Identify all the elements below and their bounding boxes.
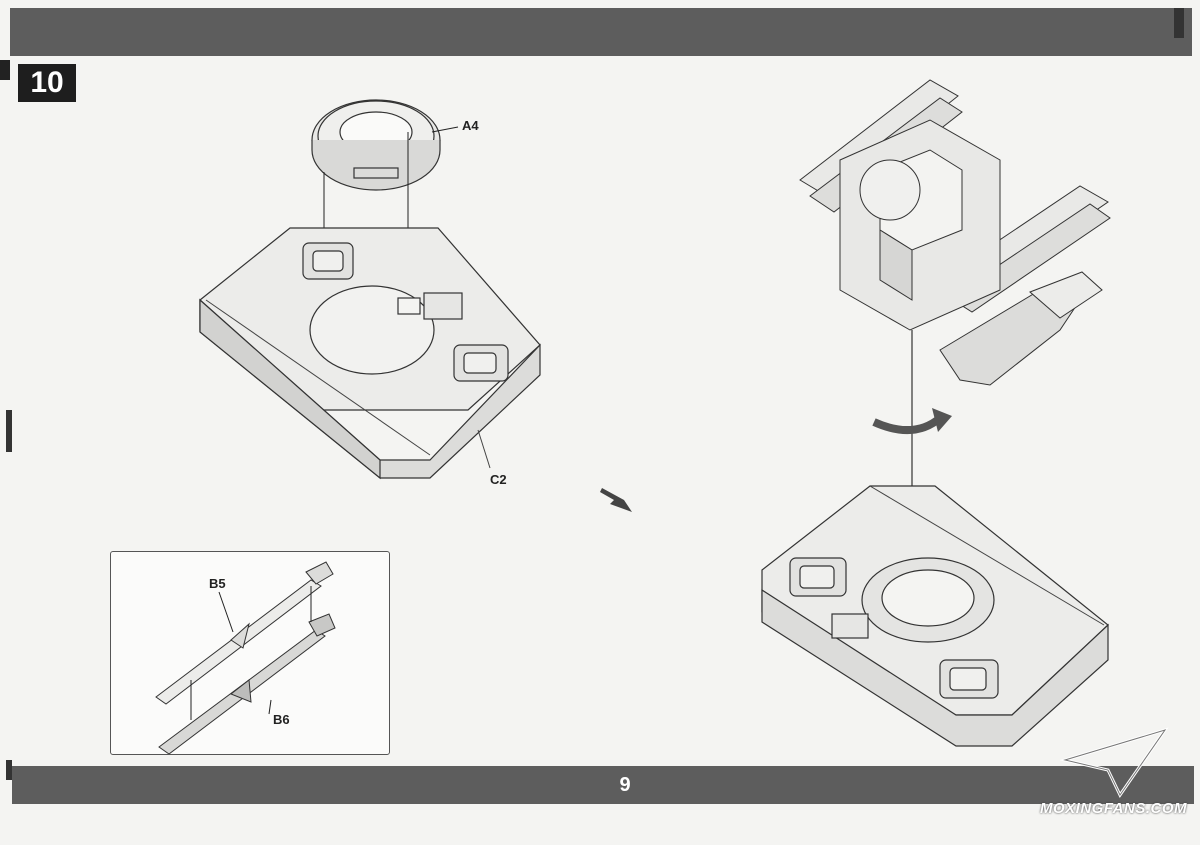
turret-assembly bbox=[799, 79, 1111, 386]
page-edge-mark bbox=[0, 60, 10, 80]
part-label-b6: B6 bbox=[273, 712, 290, 727]
next-step-arrow bbox=[600, 488, 632, 512]
page-number: 9 bbox=[619, 774, 631, 796]
part-label-c2: C2 bbox=[490, 472, 507, 487]
rotation-arrow bbox=[872, 408, 952, 435]
page-edge-mark bbox=[6, 410, 12, 452]
part-a4-turret-ring bbox=[311, 99, 441, 191]
missile-diagram bbox=[155, 561, 336, 755]
missile-detail-inset: B5 B6 bbox=[110, 551, 390, 755]
part-label-a4: A4 bbox=[462, 118, 479, 133]
page-edge-mark bbox=[6, 760, 12, 780]
step-number: 10 bbox=[18, 64, 76, 102]
watermark-text: MOXINGFANS.COM bbox=[1040, 800, 1188, 817]
header-bar bbox=[10, 8, 1192, 56]
paper-plane-logo-icon bbox=[1060, 727, 1169, 798]
base-plate-assembled bbox=[761, 485, 1109, 747]
part-c2-base-plate bbox=[199, 227, 541, 480]
part-label-b5: B5 bbox=[209, 576, 226, 591]
page-edge-mark bbox=[1174, 8, 1184, 38]
footer-bar bbox=[12, 766, 1194, 804]
